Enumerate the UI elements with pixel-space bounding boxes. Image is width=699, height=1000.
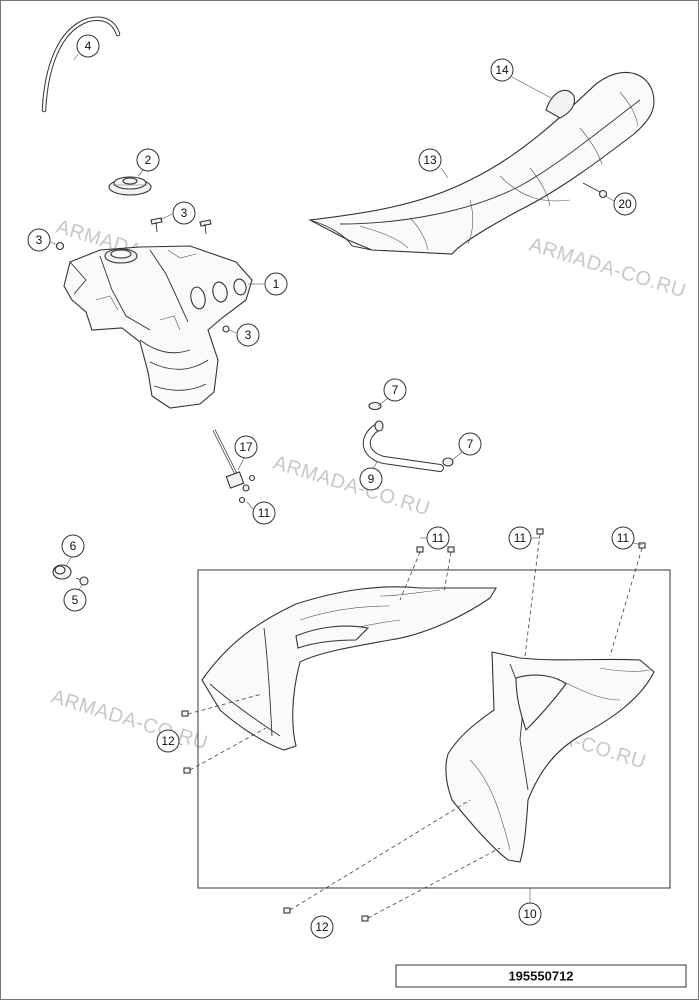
callout-7: 7 (458, 432, 482, 456)
svg-text:9: 9 (368, 472, 375, 486)
callout-3: 3 (27, 228, 51, 252)
callout-11: 11 (611, 526, 635, 550)
part-screw-20 (582, 182, 608, 199)
svg-text:6: 6 (70, 539, 77, 553)
part-side-panel-left (201, 586, 497, 751)
part-spacer-6 (52, 564, 72, 580)
callout-3: 3 (236, 323, 260, 347)
svg-text:12: 12 (161, 734, 175, 748)
diagram-id: 195550712 (508, 969, 573, 984)
svg-text:13: 13 (423, 153, 437, 167)
part-fuel-tank-1 (63, 245, 253, 409)
callout-14: 14 (490, 58, 514, 82)
watermark-text: ARMADA-CO.RU (49, 686, 211, 755)
part-screws-3 (55, 217, 230, 333)
svg-text:5: 5 (72, 593, 79, 607)
callout-7: 7 (383, 378, 407, 402)
callout-10: 10 (518, 902, 542, 926)
svg-text:12: 12 (315, 920, 329, 934)
part-filler-cap-2 (108, 176, 152, 196)
callout-20: 20 (613, 192, 637, 216)
svg-text:14: 14 (495, 63, 509, 77)
svg-text:7: 7 (392, 383, 399, 397)
svg-text:7: 7 (467, 437, 474, 451)
svg-text:2: 2 (145, 153, 152, 167)
callout-2: 2 (136, 148, 160, 172)
diagram-id-box: 195550712 (395, 964, 687, 988)
part-seat-13 (308, 71, 655, 255)
svg-text:1: 1 (273, 277, 280, 291)
svg-text:11: 11 (617, 531, 630, 545)
callout-5: 5 (63, 588, 87, 612)
svg-text:20: 20 (618, 197, 632, 211)
part-side-panel-right (445, 651, 655, 863)
part-screws-12 (181, 693, 501, 922)
callout-3: 3 (172, 201, 196, 225)
svg-text:3: 3 (245, 328, 252, 342)
svg-text:11: 11 (258, 506, 271, 520)
callout-4: 4 (76, 34, 100, 58)
callouts: 4 2 3 3 3 1 14 13 20 7 7 9 17 11 6 5 11 … (27, 34, 637, 939)
callout-11: 11 (252, 501, 276, 525)
svg-text:17: 17 (239, 440, 253, 454)
callout-6: 6 (61, 534, 85, 558)
callout-1: 1 (264, 272, 288, 296)
svg-text:4: 4 (85, 39, 92, 53)
svg-text:10: 10 (523, 907, 537, 921)
callout-12: 12 (156, 729, 180, 753)
callout-12: 12 (310, 915, 334, 939)
callout-11: 11 (508, 526, 532, 550)
watermark-text: ARMADA-CO.RU (527, 234, 689, 303)
callout-17: 17 (234, 435, 258, 459)
callout-13: 13 (418, 148, 442, 172)
callout-11: 11 (426, 526, 450, 550)
part-hose-9 (362, 401, 454, 472)
callout-9: 9 (359, 467, 383, 491)
part-screws-11 (399, 528, 646, 657)
svg-text:3: 3 (36, 233, 43, 247)
svg-text:11: 11 (514, 531, 527, 545)
part-fuel-tap-17 (212, 429, 256, 504)
part-screw-5 (75, 576, 89, 586)
svg-text:3: 3 (181, 206, 188, 220)
assembly-box (197, 569, 671, 889)
part-hose-4 (41, 16, 121, 113)
svg-text:11: 11 (432, 531, 445, 545)
